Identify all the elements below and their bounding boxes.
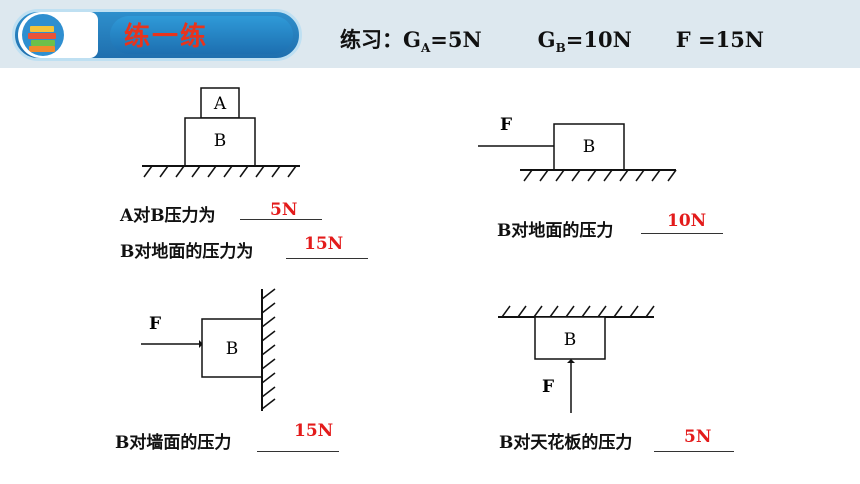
answer-b-on-ceiling: 5N <box>684 427 712 447</box>
block-b-label: B <box>564 330 577 350</box>
question-b-on-ground-label: B对地面的压力为 <box>120 242 254 262</box>
diagram-block-against-ceiling: B F <box>498 305 655 413</box>
answer-blank-2 <box>286 258 368 259</box>
answer-a-on-b: 5N <box>270 200 298 220</box>
ground-hatch <box>143 165 297 178</box>
ga-value: GA=5N <box>403 27 482 56</box>
block-b <box>553 123 625 171</box>
block-b <box>534 316 606 360</box>
answer-blank-1 <box>240 219 322 220</box>
title-pill-inner <box>110 16 293 54</box>
diagram-pushed-block: F B <box>478 115 677 182</box>
answer-blank-3 <box>641 233 723 234</box>
exercise-prefix: 练习： <box>340 27 403 52</box>
answer-blank-4 <box>257 451 339 452</box>
books-icon <box>22 14 64 56</box>
ground-hatch <box>523 169 677 182</box>
answer-b-on-ground: 15N <box>304 234 344 254</box>
answer-b-on-ground-2: 10N <box>667 211 707 231</box>
gb-value: GB=10N <box>537 27 632 56</box>
block-b-label: B <box>226 339 239 359</box>
diagram-stacked-blocks: A B <box>142 87 300 178</box>
exercise-given-values: 练习：GA=5N GB=10N F =15N <box>340 24 764 55</box>
diagram-block-against-wall: F B <box>141 288 276 411</box>
force-label: F <box>500 115 512 135</box>
block-b <box>201 318 263 378</box>
f-value: F =15N <box>675 27 765 52</box>
answer-b-on-wall: 15N <box>294 421 334 441</box>
force-label: F <box>542 377 554 397</box>
answer-blank-5 <box>654 451 734 452</box>
wall-hatch <box>261 288 276 410</box>
question-b-on-ceiling-label: B对天花板的压力 <box>499 433 633 453</box>
question-a-on-b-label: A对B压力为 <box>120 206 216 226</box>
page-title: 练一练 <box>124 22 209 52</box>
block-b-label: B <box>583 137 596 157</box>
force-label: F <box>149 314 161 334</box>
block-b-label: B <box>214 131 227 151</box>
question-b-on-ground-2-label: B对地面的压力 <box>497 221 614 241</box>
block-a-label: A <box>213 94 227 114</box>
ceiling-hatch <box>501 305 655 318</box>
question-b-on-wall-label: B对墙面的压力 <box>115 433 232 453</box>
